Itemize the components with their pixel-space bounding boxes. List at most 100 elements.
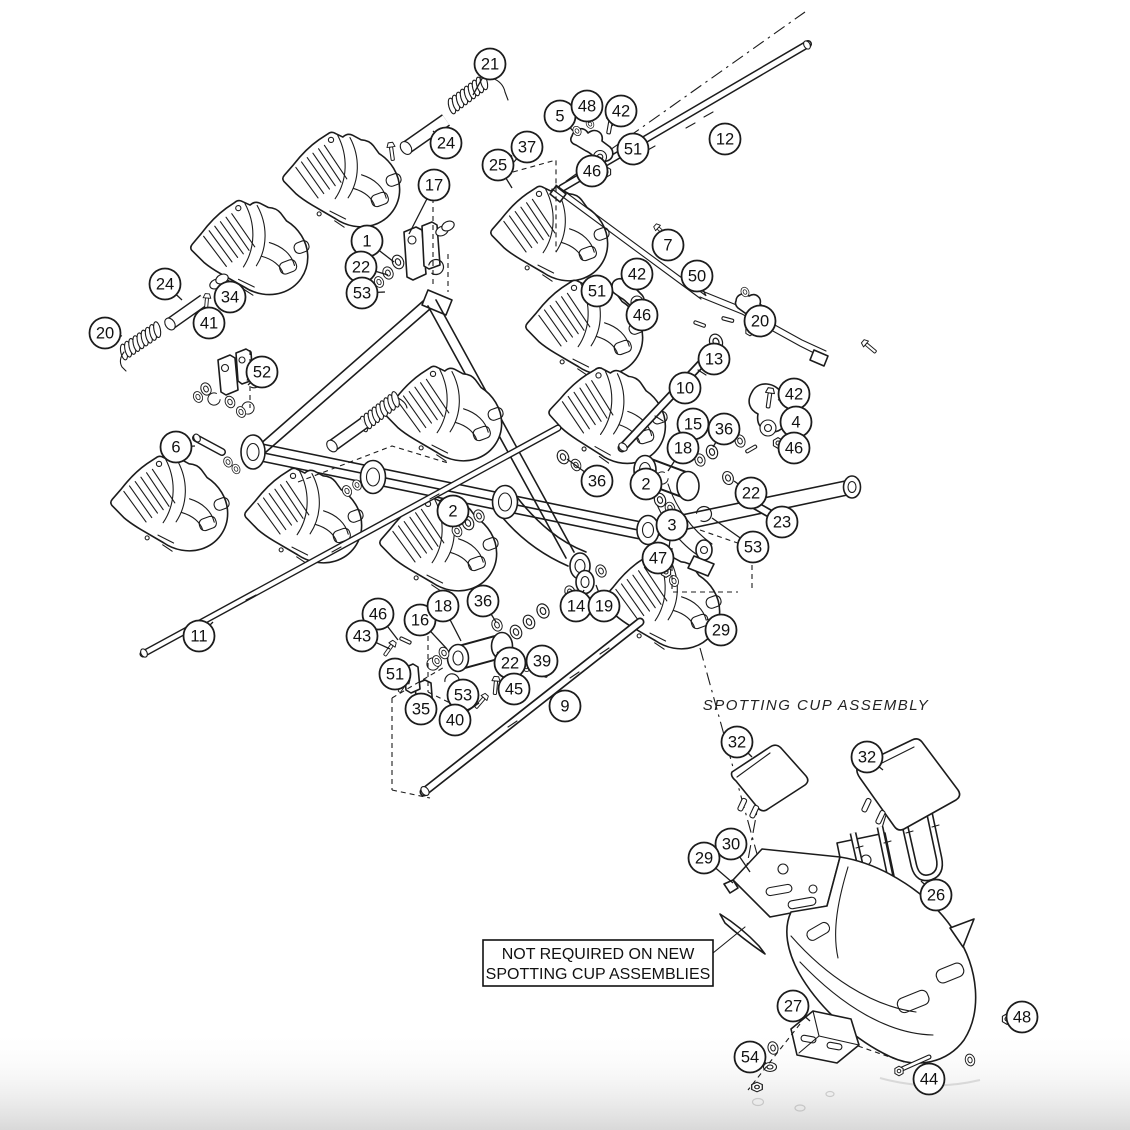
note-line-1: NOT REQUIRED ON NEW bbox=[502, 946, 696, 963]
callout-29: 29 bbox=[704, 613, 738, 647]
cluster-52 bbox=[191, 348, 264, 476]
rod-9 bbox=[419, 617, 645, 797]
svg-text:10: 10 bbox=[676, 380, 694, 398]
svg-text:12: 12 bbox=[716, 131, 734, 149]
svg-text:48: 48 bbox=[1013, 1009, 1031, 1027]
callout-29: 29 bbox=[687, 841, 734, 884]
svg-text:29: 29 bbox=[695, 850, 713, 868]
svg-text:32: 32 bbox=[728, 734, 746, 752]
svg-text:39: 39 bbox=[533, 653, 551, 671]
svg-text:36: 36 bbox=[715, 421, 733, 439]
svg-text:11: 11 bbox=[190, 628, 207, 646]
bracket-27 bbox=[790, 1010, 860, 1064]
callout-51: 51 bbox=[616, 132, 650, 166]
callout-21: 21 bbox=[472, 47, 507, 96]
callout-42: 42 bbox=[777, 377, 811, 411]
svg-text:27: 27 bbox=[784, 998, 802, 1016]
callout-3: 3 bbox=[655, 508, 689, 549]
svg-text:13: 13 bbox=[705, 351, 723, 369]
callout-45: 45 bbox=[497, 672, 531, 706]
callout-39: 39 bbox=[525, 644, 559, 678]
svg-text:20: 20 bbox=[751, 313, 769, 331]
svg-text:7: 7 bbox=[663, 237, 672, 255]
svg-text:46: 46 bbox=[369, 606, 387, 624]
callout-26: 26 bbox=[919, 878, 953, 912]
callout-48: 48 bbox=[570, 89, 604, 124]
rod-10 bbox=[617, 347, 717, 453]
svg-text:48: 48 bbox=[578, 98, 596, 116]
svg-text:26: 26 bbox=[927, 887, 945, 905]
callout-53: 53 bbox=[446, 678, 480, 712]
callout-22: 22 bbox=[344, 250, 389, 284]
callout-42: 42 bbox=[604, 94, 638, 128]
note-box: NOT REQUIRED ON NEW SPOTTING CUP ASSEMBL… bbox=[482, 926, 746, 987]
callout-4: 4 bbox=[779, 405, 813, 439]
svg-text:51: 51 bbox=[624, 141, 642, 159]
svg-text:29: 29 bbox=[712, 622, 730, 640]
callout-52: 52 bbox=[245, 355, 279, 389]
svg-text:46: 46 bbox=[583, 163, 601, 181]
note-line-2: SPOTTING CUP ASSEMBLIES bbox=[486, 966, 711, 983]
callout-54: 54 bbox=[733, 1040, 767, 1074]
svg-text:53: 53 bbox=[454, 687, 472, 705]
svg-text:51: 51 bbox=[386, 666, 404, 684]
svg-text:46: 46 bbox=[633, 307, 651, 325]
callout-18: 18 bbox=[426, 589, 462, 642]
svg-text:18: 18 bbox=[434, 598, 452, 616]
callout-34: 34 bbox=[213, 280, 247, 314]
callout-24: 24 bbox=[429, 126, 463, 160]
callout-47: 47 bbox=[641, 541, 675, 575]
callout-46: 46 bbox=[777, 431, 811, 465]
callout-10: 10 bbox=[668, 371, 702, 405]
callout-24: 24 bbox=[148, 267, 183, 301]
callout-25: 25 bbox=[481, 148, 515, 189]
callout-18: 18 bbox=[666, 431, 700, 472]
callout-40: 40 bbox=[438, 702, 480, 737]
callout-37: 37 bbox=[510, 130, 544, 164]
callout-27: 27 bbox=[776, 989, 811, 1023]
svg-text:24: 24 bbox=[156, 276, 174, 294]
callout-48: 48 bbox=[1005, 1000, 1039, 1034]
svg-text:9: 9 bbox=[560, 698, 569, 716]
svg-text:23: 23 bbox=[773, 514, 791, 532]
callout-20: 20 bbox=[743, 304, 777, 338]
svg-text:30: 30 bbox=[722, 836, 740, 854]
callout-19: 19 bbox=[587, 584, 621, 623]
svg-text:24: 24 bbox=[437, 135, 455, 153]
svg-text:42: 42 bbox=[628, 266, 646, 284]
svg-text:20: 20 bbox=[96, 325, 114, 343]
callout-53: 53 bbox=[711, 517, 770, 564]
callout-36: 36 bbox=[466, 584, 500, 623]
blade-shim bbox=[719, 913, 766, 955]
svg-text:2: 2 bbox=[641, 476, 650, 494]
callout-36: 36 bbox=[707, 412, 741, 448]
svg-text:6: 6 bbox=[171, 439, 180, 457]
callout-36: 36 bbox=[566, 458, 614, 498]
callout-11: 11 bbox=[182, 619, 216, 653]
callout-41: 41 bbox=[192, 306, 226, 340]
callout-43: 43 bbox=[345, 619, 391, 653]
callout-46: 46 bbox=[625, 298, 659, 332]
callout-7: 7 bbox=[651, 228, 685, 262]
svg-text:4: 4 bbox=[791, 414, 800, 432]
svg-text:22: 22 bbox=[501, 655, 519, 673]
assembly-hardware bbox=[751, 1013, 1013, 1093]
svg-text:52: 52 bbox=[253, 364, 271, 382]
callout-46: 46 bbox=[361, 597, 399, 641]
svg-text:41: 41 bbox=[200, 315, 218, 333]
callout-12: 12 bbox=[708, 122, 742, 156]
callout-22: 22 bbox=[733, 476, 768, 510]
callout-53: 53 bbox=[345, 276, 386, 310]
callout-6: 6 bbox=[159, 430, 196, 464]
svg-text:50: 50 bbox=[688, 268, 706, 286]
svg-text:42: 42 bbox=[612, 103, 630, 121]
callout-9: 9 bbox=[548, 689, 582, 723]
svg-text:16: 16 bbox=[411, 612, 429, 630]
callout-42: 42 bbox=[620, 257, 654, 291]
cup-plate-32-left bbox=[730, 744, 809, 819]
callout-20: 20 bbox=[88, 316, 123, 350]
svg-text:40: 40 bbox=[446, 712, 464, 730]
svg-text:34: 34 bbox=[221, 289, 239, 307]
